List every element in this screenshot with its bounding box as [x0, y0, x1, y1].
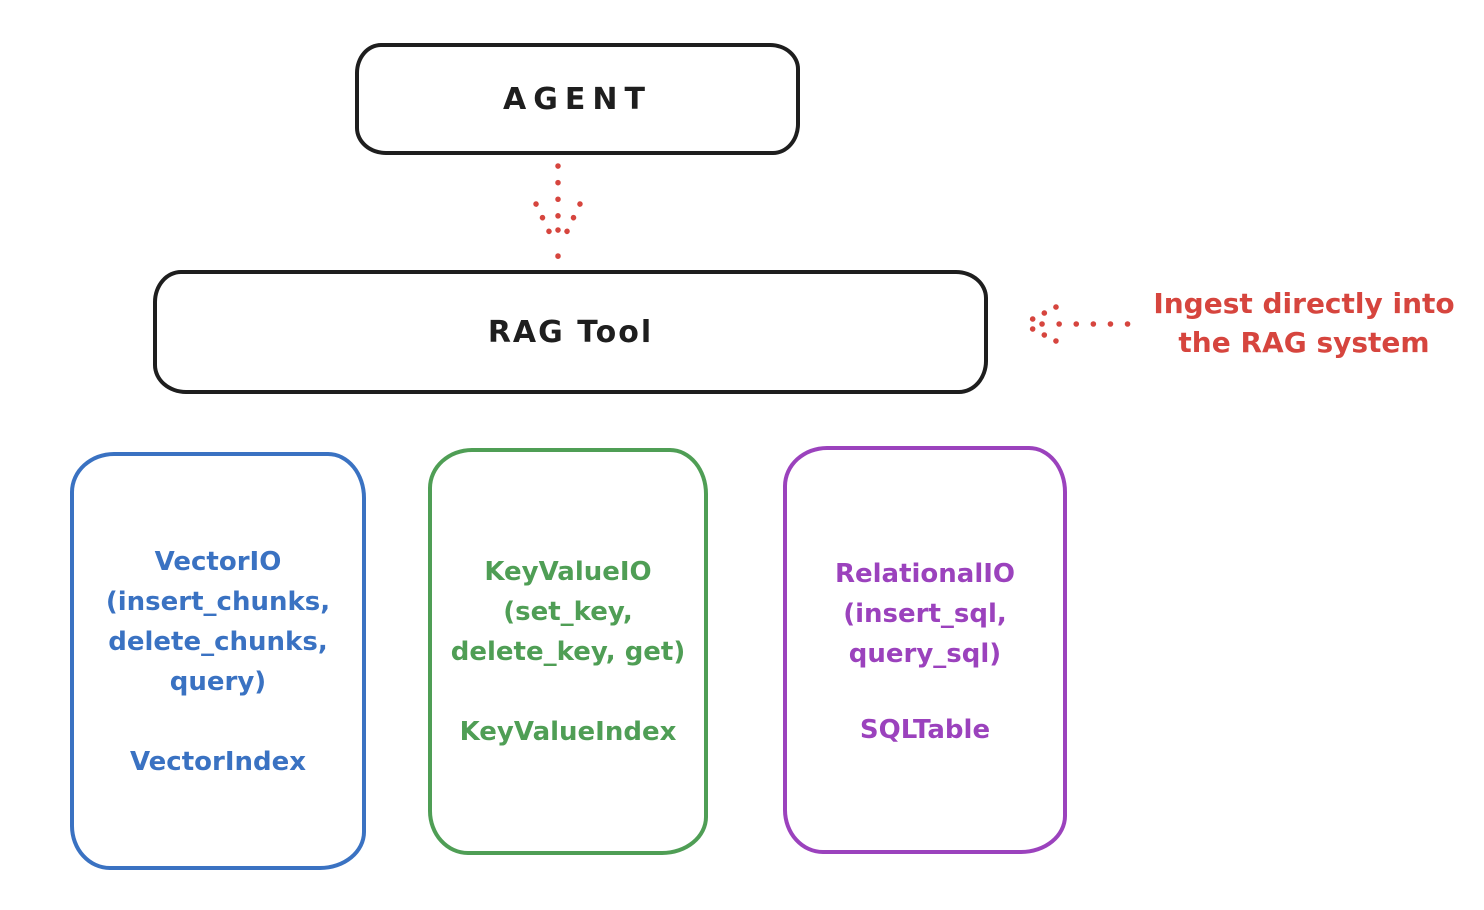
io-line: RelationalIO	[834, 559, 1016, 589]
vector-io-signature: VectorIO (insert_chunks, delete_chunks, …	[74, 542, 362, 702]
ingest-annotation-line-2: the RAG system	[1178, 326, 1430, 359]
io-line: query)	[169, 667, 267, 697]
keyvalue-index-label: KeyValueIndex	[459, 717, 677, 747]
io-line: KeyValueIO	[484, 557, 652, 587]
sql-table-label: SQLTable	[859, 715, 991, 745]
io-line: (set_key,	[503, 597, 633, 627]
keyvalue-io-signature: KeyValueIO (set_key, delete_key, get)	[432, 552, 704, 672]
rag-tool-box: RAG Tool	[153, 270, 988, 394]
ingest-annotation-line-1: Ingest directly into	[1153, 287, 1455, 320]
dotted-arrow-down-icon	[533, 163, 583, 259]
agent-label: AGENT	[503, 81, 652, 117]
keyvalue-io-box: KeyValueIO (set_key, delete_key, get) Ke…	[428, 448, 708, 855]
vector-io-box: VectorIO (insert_chunks, delete_chunks, …	[70, 452, 366, 870]
io-line: delete_key, get)	[450, 637, 686, 667]
relational-io-signature: RelationalIO (insert_sql, query_sql)	[787, 554, 1063, 674]
io-line: VectorIO	[154, 547, 282, 577]
relational-io-box: RelationalIO (insert_sql, query_sql) SQL…	[783, 446, 1067, 854]
io-line: delete_chunks,	[108, 627, 328, 657]
io-line: (insert_sql,	[843, 599, 1007, 629]
vector-index-label: VectorIndex	[129, 747, 307, 777]
ingest-annotation: Ingest directly into the RAG system	[1128, 284, 1480, 362]
rag-tool-label: RAG Tool	[487, 314, 654, 350]
io-line: query_sql)	[848, 639, 1002, 669]
io-line: (insert_chunks,	[105, 587, 331, 617]
agent-box: AGENT	[355, 43, 800, 155]
dotted-arrow-left-icon	[1020, 304, 1133, 344]
